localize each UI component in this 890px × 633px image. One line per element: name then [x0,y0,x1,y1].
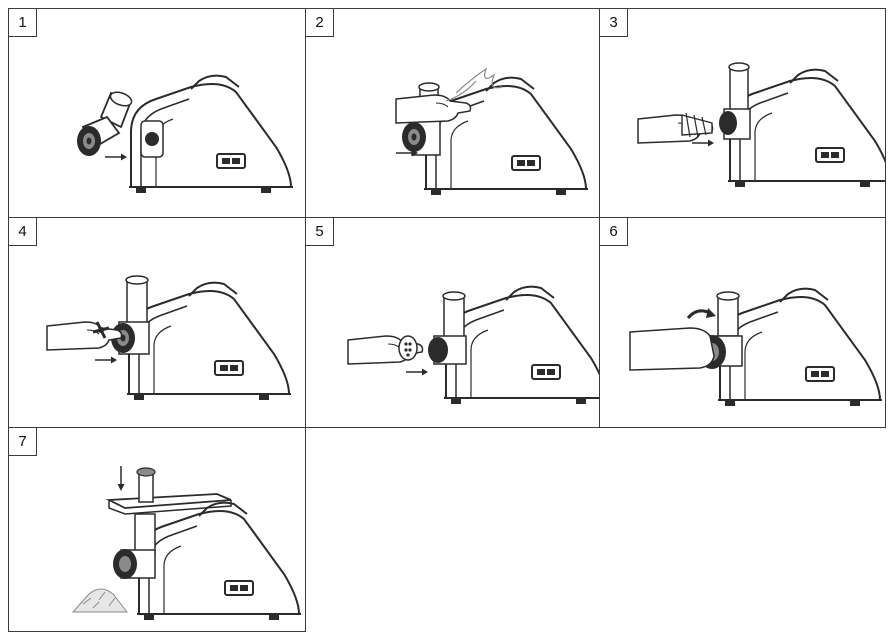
step-4-panel: 4 [8,217,306,428]
meat-grinder-body-icon [127,283,291,400]
meat-grinder-body-icon [424,78,588,195]
step-7-illustration [9,428,306,632]
grinding-tube-icon [77,90,133,156]
meat-grinder-body-icon [444,287,600,404]
step-1-illustration [9,9,306,218]
step-4-illustration [9,218,306,428]
step-6-illustration [600,218,886,428]
pusher-icon [137,468,155,502]
instruction-sheet: 1 2 [8,8,886,632]
step-2-panel: 2 [305,8,600,218]
step-2-illustration [306,9,600,218]
step-3-illustration [600,9,886,218]
hand-icon [47,322,122,350]
step-5-illustration [306,218,600,428]
step-3-panel: 3 [599,8,886,218]
step-7-panel: 7 [8,427,306,632]
meat-grinder-body-icon [728,70,886,187]
meat-grinder-body-icon [137,503,301,620]
push-arrow-icon [95,357,117,364]
hand-icon [630,328,714,370]
down-arrow-icon [118,466,125,491]
push-arrow-icon [692,140,714,147]
empty-area [305,427,886,632]
push-arrow-icon [105,154,127,161]
step-6-panel: 6 [599,217,886,428]
push-arrow-icon [406,369,428,376]
step-5-panel: 5 [305,217,600,428]
minced-meat-icon [73,589,127,612]
cutting-plate-icon [399,336,417,360]
step-1-panel: 1 [8,8,306,218]
auger-icon [682,113,712,137]
